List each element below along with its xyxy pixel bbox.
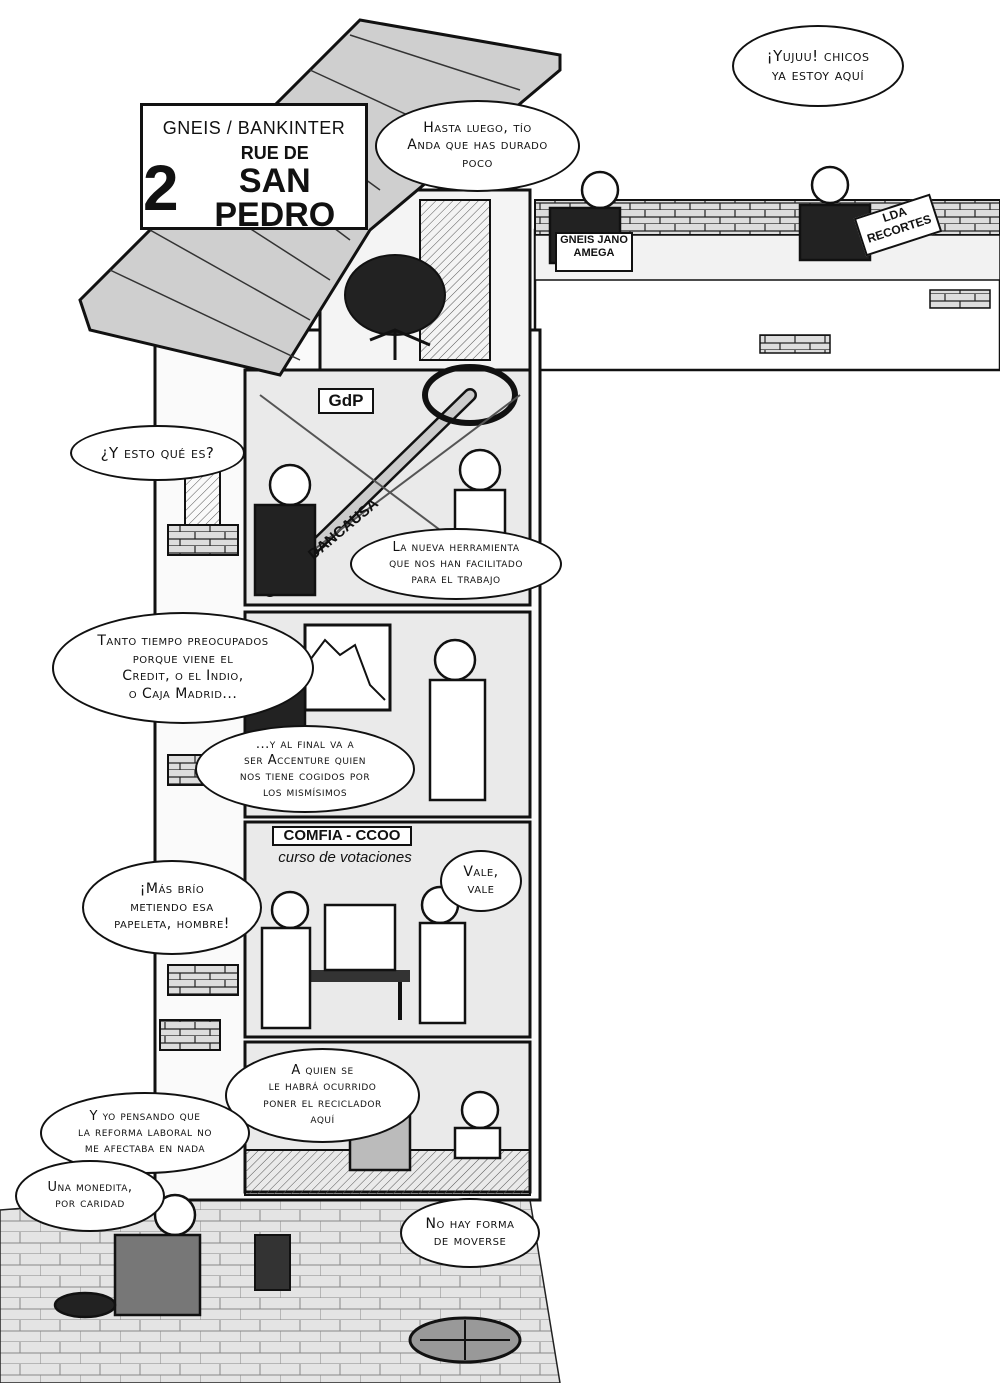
bubble-al-final: ...y al final va a ser Accenture quien n… (195, 725, 415, 813)
bubble-hasta-luego: Hasta luego, tío Anda que has durado poc… (375, 100, 580, 192)
bubble-vale: Vale, vale (440, 850, 522, 912)
bubble-monedita: Una monedita, por caridad (15, 1160, 165, 1232)
bubble-herramienta: La nueva herramienta que nos han facilit… (350, 528, 562, 600)
sign-number: 2 (143, 151, 179, 224)
bubble-mas-brio: ¡Más brío metiendo esa papeleta, hombre! (82, 860, 262, 955)
street-sign: GNEIS / BANKINTER 2 RUE DE SAN PEDRO (140, 103, 368, 234)
bubble-yujuu: ¡Yujuu! chicos ya estoy aquí (732, 25, 904, 107)
bubble-tanto-tiempo: Tanto tiempo preocupados porque viene el… (52, 612, 314, 724)
bubble-yesto: ¿Y esto qué es? (70, 425, 245, 481)
sign-company: GNEIS / BANKINTER (162, 118, 346, 138)
sign-rue: RUE DE (240, 143, 309, 163)
comfia-label: COMFIA - CCOO (272, 826, 412, 846)
course-label: curso de votaciones (278, 849, 412, 866)
sign-street-name: SAN PEDRO (214, 162, 336, 234)
bubble-a-quien: A quien se le habrá ocurrido poner el re… (225, 1048, 420, 1143)
briefcase-left-label: GNEIS JANO AMEGA (555, 232, 633, 272)
office-chair (344, 254, 446, 336)
gdp-label: GdP (318, 388, 374, 414)
bubble-no-hay-forma: No hay forma de moverse (400, 1198, 540, 1268)
ballot-box (323, 903, 397, 972)
